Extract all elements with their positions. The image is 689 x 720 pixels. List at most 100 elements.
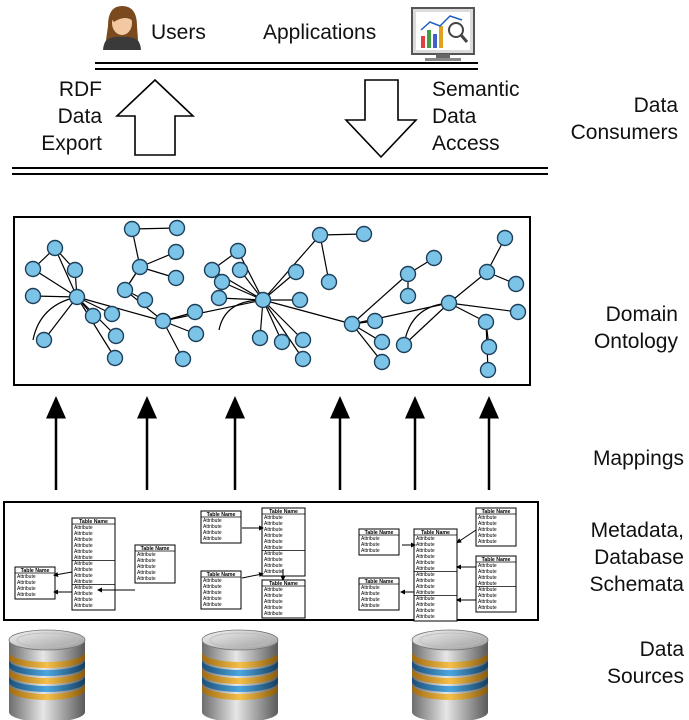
ontology-node [294, 350, 312, 368]
table-name-label: Table Name [269, 509, 298, 515]
ontology-node [479, 361, 497, 379]
attribute-label: Attribute [416, 602, 435, 608]
attribute-label: Attribute [203, 584, 222, 590]
schema-table: Table NameAttributeAttributeAttributeAtt… [475, 555, 517, 613]
ontology-edge [43, 296, 78, 341]
ontology-edge [448, 302, 519, 313]
attribute-label: Attribute [264, 533, 283, 539]
attribute-label: Attribute [478, 593, 497, 599]
table-name-label: Table Name [207, 572, 236, 578]
schema-table: Table NameAttributeAttributeAttributeAtt… [358, 577, 400, 611]
table-name-label: Table Name [21, 568, 50, 574]
consumer-top-bar [95, 62, 478, 70]
schema-table: Table NameAttributeAttributeAttributeAtt… [413, 528, 458, 622]
attribute-label: Attribute [74, 585, 93, 591]
ontology-node [107, 327, 125, 345]
attribute-label: Attribute [416, 572, 435, 578]
schema-tables: Table NameAttributeAttributeAttributeAtt… [14, 507, 517, 622]
ontology-node [395, 336, 413, 354]
user-avatar-icon [103, 6, 141, 50]
mappings-layer-label: Mappings [592, 447, 684, 470]
semantic-data-access-label: Semantic Data Access [432, 78, 520, 155]
ontology-node [68, 288, 86, 306]
attribute-label: Attribute [478, 515, 497, 521]
ontology-node [203, 261, 221, 279]
attribute-label: Attribute [74, 549, 93, 555]
ontology-edge [162, 299, 264, 322]
attribute-label: Attribute [17, 580, 36, 586]
attribute-label: Attribute [203, 578, 222, 584]
ontology-node [213, 273, 231, 291]
analytics-monitor-icon [411, 7, 475, 61]
attribute-label: Attribute [416, 560, 435, 566]
ontology-edge [76, 296, 164, 322]
attribute-label: Attribute [74, 573, 93, 579]
table-name-label: Table Name [365, 530, 394, 536]
ontology-edge [262, 299, 353, 325]
attribute-label: Attribute [361, 536, 380, 542]
ontology-node [399, 265, 417, 283]
table-name-label: Table Name [365, 579, 394, 585]
ontology-node [373, 333, 391, 351]
attribute-label: Attribute [137, 576, 156, 582]
schema-table: Table NameAttributeAttributeAttributeAtt… [200, 570, 242, 610]
ontology-node [251, 329, 269, 347]
attribute-label: Attribute [416, 608, 435, 614]
attribute-label: Attribute [17, 592, 36, 598]
rdf-export-up-arrow [114, 78, 196, 156]
applications-label: Applications [263, 21, 377, 44]
attribute-label: Attribute [203, 524, 222, 530]
attribute-label: Attribute [361, 548, 380, 554]
ontology-node [320, 273, 338, 291]
domain-ontology-layer-label: Domain Ontology [593, 303, 678, 353]
schema-table: Table NameAttributeAttributeAttributeAtt… [14, 566, 56, 600]
attribute-label: Attribute [264, 569, 283, 575]
attribute-label: Attribute [478, 575, 497, 581]
attribute-label: Attribute [137, 558, 156, 564]
ontology-node [167, 269, 185, 287]
metadata-layer-label: Metadata, Database Schemata [589, 519, 684, 596]
ontology-node [103, 305, 121, 323]
attribute-label: Attribute [203, 536, 222, 542]
ontology-edge [262, 299, 304, 341]
ontology-node [106, 349, 124, 367]
table-name-label: Table Name [482, 557, 511, 563]
databases [8, 629, 489, 720]
ontology-node [294, 331, 312, 349]
ontology-node [24, 287, 42, 305]
ontology-node [46, 239, 64, 257]
ontology-node [287, 263, 305, 281]
attribute-label: Attribute [264, 557, 283, 563]
table-name-label: Table Name [482, 509, 511, 515]
ontology-node [116, 281, 134, 299]
database-cylinder-icon [8, 629, 86, 720]
ontology-node [231, 261, 249, 279]
ontology-node [273, 333, 291, 351]
attribute-label: Attribute [74, 561, 93, 567]
schema-table: Table NameAttributeAttributeAttributeAtt… [71, 517, 116, 611]
attribute-label: Attribute [416, 566, 435, 572]
ontology-node [507, 275, 525, 293]
ontology-node [136, 291, 154, 309]
ontology-node [24, 260, 42, 278]
attribute-label: Attribute [203, 518, 222, 524]
attribute-label: Attribute [416, 614, 435, 620]
ontology-node [254, 291, 272, 309]
database-cylinder-icon [411, 629, 489, 720]
schema-relations [53, 525, 477, 603]
ontology-edge [262, 299, 304, 360]
ontology-node [373, 353, 391, 371]
table-name-label: Table Name [79, 519, 108, 525]
attribute-label: Attribute [264, 593, 283, 599]
schema-table: Table NameAttributeAttributeAttributeAtt… [134, 544, 176, 584]
attribute-label: Attribute [264, 599, 283, 605]
ontology-edge [403, 302, 450, 346]
attribute-label: Attribute [203, 590, 222, 596]
schema-table: Table NameAttributeAttributeAttributeAtt… [261, 579, 306, 619]
mapping-arrows [46, 396, 499, 490]
attribute-label: Attribute [74, 567, 93, 573]
attribute-label: Attribute [478, 587, 497, 593]
table-name-label: Table Name [269, 581, 298, 587]
attribute-label: Attribute [361, 542, 380, 548]
